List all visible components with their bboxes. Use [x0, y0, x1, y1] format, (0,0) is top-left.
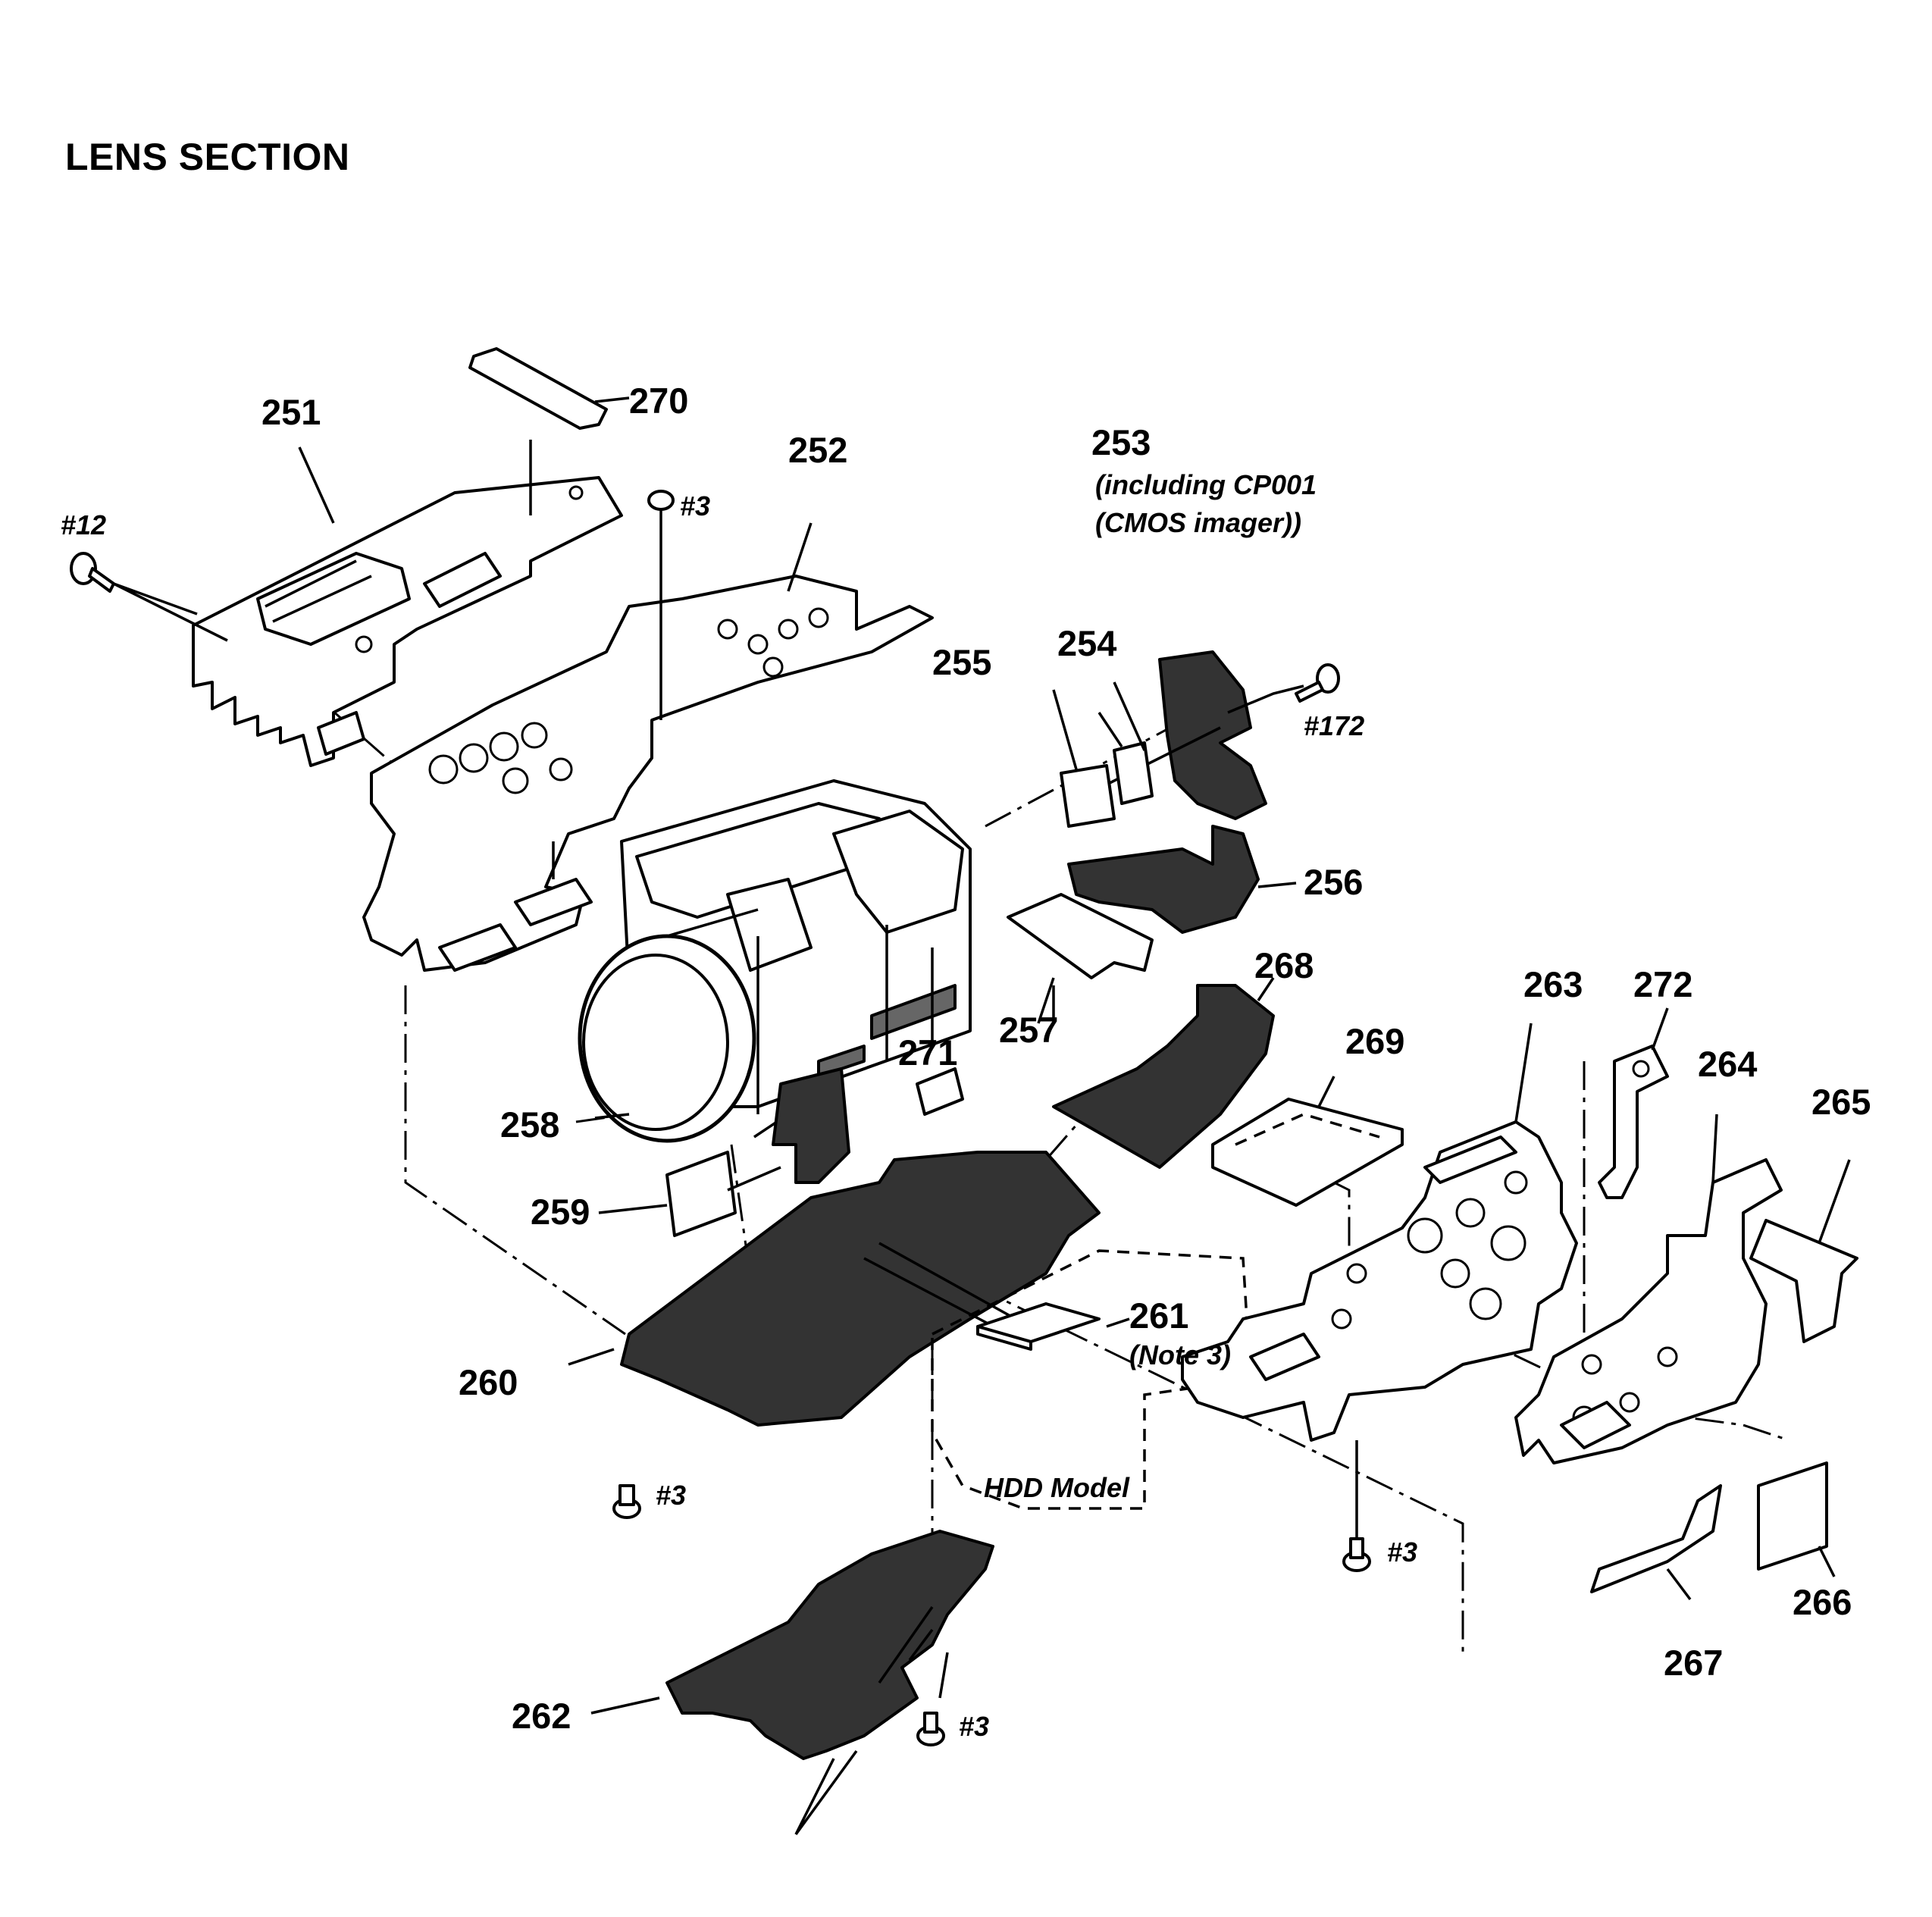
callout-252: 252	[788, 430, 847, 470]
screw-3-bottom-icon	[916, 1712, 945, 1746]
callout-271: 271	[898, 1032, 957, 1073]
callout-267: 267	[1664, 1643, 1723, 1683]
part-266-sheet	[1757, 1461, 1836, 1577]
notes: (including CP001 (CMOS imager)) (Note 3)…	[984, 469, 1317, 1503]
screw-3-top-icon	[647, 490, 675, 720]
callout-253: 253	[1091, 422, 1151, 462]
screw-label-12: #12	[61, 509, 106, 540]
note-253-line1: (including CP001	[1095, 469, 1317, 500]
part-272-bracket	[1598, 1007, 1669, 1199]
part-256-flex	[1067, 825, 1297, 934]
callout-260: 260	[459, 1362, 518, 1402]
callout-262: 262	[512, 1696, 571, 1736]
callout-264: 264	[1698, 1044, 1757, 1084]
callout-leaders	[298, 446, 1146, 1328]
callout-258: 258	[500, 1104, 559, 1145]
note-261: (Note 3)	[1129, 1339, 1231, 1370]
part-269-sheet	[1211, 1076, 1404, 1207]
screw-labels: #12 #3 #172 #3 #3 #3	[61, 490, 1417, 1742]
screw-label-3-left: #3	[656, 1480, 686, 1511]
part-254-255-filters	[1052, 689, 1154, 828]
callout-268: 268	[1254, 945, 1314, 985]
screw-172-icon	[1295, 663, 1340, 703]
callout-254: 254	[1057, 623, 1116, 663]
part-262-board	[590, 1530, 994, 1836]
part-260-main-board	[568, 1151, 1101, 1427]
part-251-top-cover	[192, 476, 623, 767]
note-253-line2: (CMOS imager))	[1095, 507, 1301, 538]
screw-label-172: #172	[1304, 710, 1364, 741]
part-257-sheet	[1007, 893, 1154, 1024]
callout-labels: 251 252 253 254 255 256 257 258 259 260 …	[261, 381, 1871, 1736]
screw-label-3-mid: #3	[1387, 1536, 1417, 1568]
callout-272: 272	[1633, 964, 1692, 1004]
part-268-shield	[1052, 977, 1275, 1169]
callout-266: 266	[1793, 1582, 1852, 1622]
screw-label-3-bottom: #3	[959, 1711, 989, 1742]
screw-12-icon	[70, 552, 228, 642]
part-271-sheet	[916, 1067, 964, 1116]
screw-3-left-icon	[612, 1484, 641, 1519]
note-hdd-model: HDD Model	[984, 1472, 1130, 1503]
part-270-rod	[468, 347, 630, 515]
part-252-bracket	[362, 575, 934, 972]
screw-label-3-top: #3	[680, 490, 710, 522]
part-265-sheet	[1749, 1159, 1858, 1343]
callout-263: 263	[1523, 964, 1583, 1004]
callout-269: 269	[1345, 1021, 1404, 1061]
screw-3-mid-icon	[1342, 1440, 1371, 1572]
callout-259: 259	[531, 1192, 590, 1232]
page-title: LENS SECTION	[65, 136, 350, 178]
callout-257: 257	[999, 1010, 1058, 1050]
part-258-lens-block	[578, 779, 972, 1143]
callout-255: 255	[932, 642, 991, 682]
part-261-sheet	[976, 1302, 1101, 1351]
callout-265: 265	[1811, 1082, 1871, 1122]
part-263-frame	[1181, 1023, 1578, 1442]
callout-270: 270	[629, 381, 688, 421]
hdd-model-region	[931, 1249, 1252, 1510]
callout-251: 251	[261, 392, 321, 432]
part-267-sheet	[1590, 1484, 1722, 1601]
callout-261: 261	[1129, 1295, 1188, 1336]
part-259-flex	[665, 1067, 850, 1237]
part-264-frame	[1514, 1114, 1783, 1464]
callout-256: 256	[1304, 862, 1363, 902]
